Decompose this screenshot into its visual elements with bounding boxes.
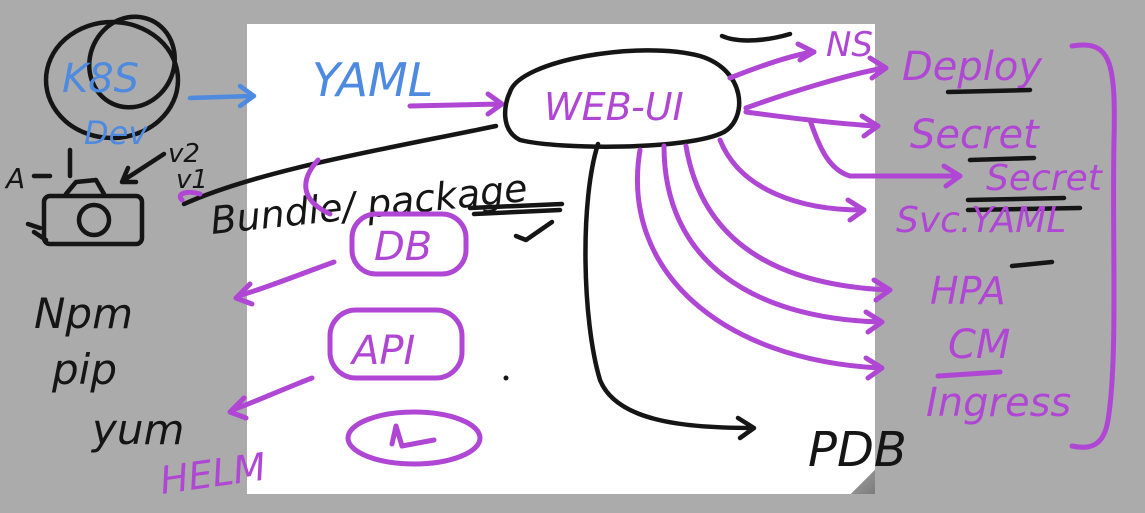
svc-yaml-underline [1009, 259, 1055, 269]
top-black-stroke [719, 31, 793, 43]
db-label: DB [374, 224, 432, 270]
bottom-node [345, 409, 483, 467]
cm-underline [935, 369, 1003, 379]
yum-label: yum [90, 405, 184, 454]
v2-arrow [119, 151, 167, 185]
arrow-to-pdb [583, 141, 757, 441]
deploy-underline [945, 87, 1033, 95]
dev-to-yaml-arrow [187, 83, 257, 109]
arrow-to-hpa [683, 143, 893, 303]
version-purple-curve [177, 189, 203, 203]
camera-a-arrow [31, 147, 73, 179]
webui-label: WEB-UI [544, 85, 684, 129]
yaml-label: YAML [312, 53, 433, 107]
v2-label: v2 [168, 139, 200, 169]
arrow-to-secret2 [807, 117, 963, 189]
camera-icon [25, 177, 145, 247]
arrow-to-deploy [743, 55, 889, 111]
pdb-label: PDB [808, 422, 907, 478]
arrow-to-svc [717, 137, 867, 223]
dot-mark [503, 375, 509, 381]
cm-label: CM [948, 322, 1010, 368]
yaml-to-webui-arrow [407, 91, 505, 117]
secret-label: Secret [910, 112, 1040, 158]
package-underline-1 [467, 201, 565, 211]
arrow-to-cm [661, 143, 885, 335]
api-label: API [349, 328, 415, 374]
camera-a-label: A [4, 162, 25, 195]
arrow-to-secret [743, 109, 881, 139]
dev-circle [87, 14, 177, 110]
db-arrow [233, 259, 337, 307]
secret2-strike-1 [965, 195, 1067, 203]
db-curve [303, 157, 333, 217]
pip-label: pip [51, 345, 117, 394]
npm-label: Npm [34, 289, 133, 338]
secret2-label: Secret [986, 158, 1104, 199]
arrow-to-ns [727, 41, 817, 81]
secret-underline [967, 155, 1037, 163]
arrow-to-ingress [635, 147, 885, 381]
db-box [349, 211, 469, 277]
deploy-label: Deploy [902, 44, 1043, 90]
dev-label: Dev [84, 114, 148, 152]
right-bracket [1069, 42, 1117, 450]
hpa-label: HPA [930, 269, 1006, 313]
ns-label: NS [826, 25, 873, 65]
package-underline-2 [471, 207, 563, 217]
k8s-label: K8S [62, 56, 139, 102]
api-arrow [227, 375, 315, 421]
ingress-label: Ingress [926, 380, 1071, 426]
package-tick [513, 219, 555, 243]
secret2-strike-2 [965, 205, 1083, 213]
svc-yaml-label: Svc.YAML [896, 200, 1066, 241]
api-box [327, 307, 465, 381]
webui-node [503, 48, 742, 149]
bottom-node-mark [389, 423, 437, 449]
page-curl [851, 470, 875, 494]
black-line-to-webui [181, 123, 499, 207]
